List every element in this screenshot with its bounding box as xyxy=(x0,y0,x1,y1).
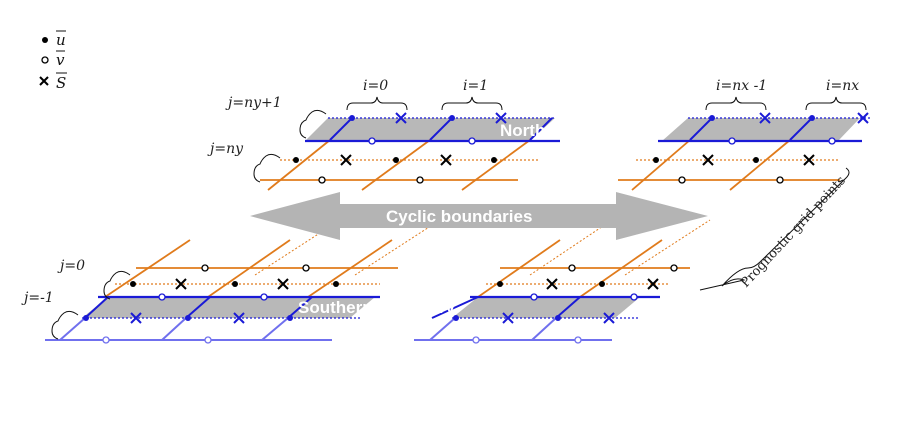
northern-boundary-label: Northern boundary xyxy=(500,121,654,140)
brace-i1 xyxy=(441,96,503,111)
legend-v-dot xyxy=(41,56,49,64)
grid-block-top-right xyxy=(618,112,870,191)
label-i0: i=0 xyxy=(363,78,388,94)
grid-block-bottom-left xyxy=(45,219,441,344)
legend-s-label: S xyxy=(56,74,66,92)
northern-band-right xyxy=(662,118,860,141)
southern-band-right xyxy=(452,297,640,318)
hook-j-ny xyxy=(253,153,281,183)
brace-inx xyxy=(805,96,867,111)
cyclic-boundaries-label: Cyclic boundaries xyxy=(386,207,532,226)
i-labels xyxy=(346,96,867,111)
label-j-ny: j=ny xyxy=(207,141,244,157)
label-i1: i=1 xyxy=(463,78,488,94)
cyclic-arrow-shape xyxy=(250,192,708,240)
label-inx-1: i=nx -1 xyxy=(716,78,767,94)
grid-block-top-left xyxy=(260,112,560,191)
prognostic-brace xyxy=(699,167,850,291)
hook-j-1 xyxy=(51,310,79,340)
prognostic-label: Prognostic grid points xyxy=(738,173,849,290)
hook-j0 xyxy=(103,270,131,300)
legend: u v S xyxy=(39,30,67,92)
label-j0: j=0 xyxy=(57,258,85,274)
label-j-ny1: j=ny+1 xyxy=(225,95,282,111)
northern-band-left xyxy=(305,118,555,141)
brace-i0 xyxy=(346,96,408,111)
cyclic-arrow: Cyclic boundaries xyxy=(250,192,708,240)
legend-s-cross xyxy=(39,76,49,86)
southern-band-left xyxy=(82,297,375,318)
legend-u-label: u xyxy=(56,31,66,49)
legend-v-label: v xyxy=(56,51,65,69)
southern-boundary-label: Southern boundary xyxy=(298,298,455,317)
label-inx: i=nx xyxy=(826,78,859,94)
brace-inx-1 xyxy=(705,96,767,111)
label-j-1: j=-1 xyxy=(21,290,54,306)
legend-u-dot xyxy=(42,37,48,43)
grid-block-bottom-right xyxy=(414,219,711,344)
hook-j-ny1 xyxy=(299,109,327,139)
